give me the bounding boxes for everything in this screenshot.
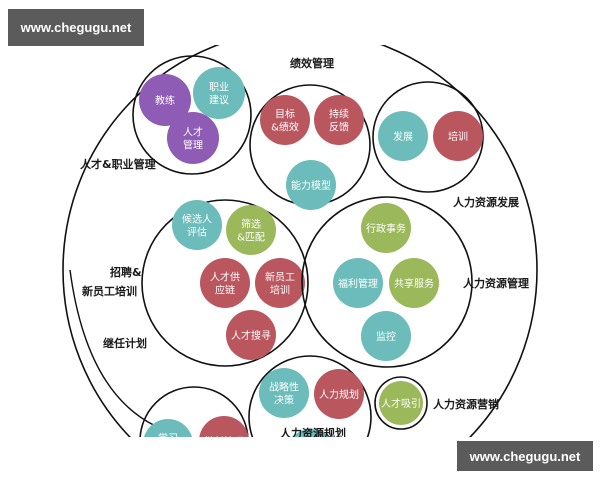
group-label: 人力资源管理 bbox=[463, 276, 529, 290]
group-ring bbox=[374, 376, 428, 430]
node-label: 管理 bbox=[183, 139, 203, 152]
node-label: 行政事务 bbox=[366, 222, 406, 235]
watermark-bottom: www.chegugu.net bbox=[457, 441, 593, 471]
node-bubble: 人才吸引 bbox=[379, 381, 423, 425]
group-ring bbox=[301, 196, 473, 368]
node-bubble: 行政事务 bbox=[361, 203, 411, 253]
node-label: 筛选 bbox=[241, 218, 261, 231]
group-label: 人才&职业管理 bbox=[80, 157, 156, 171]
node-label: 继任管理 bbox=[204, 435, 244, 448]
node-bubble: 新员工培训 bbox=[255, 258, 305, 308]
node-label: 人才搜寻 bbox=[231, 329, 271, 342]
node-label: 职业 bbox=[209, 82, 229, 94]
node-label: 建议 bbox=[209, 94, 229, 107]
node-label: 人才吸引 bbox=[381, 397, 421, 410]
node-bubble: 目标&绩效 bbox=[260, 95, 310, 145]
node-label: 候选人 bbox=[182, 213, 212, 226]
node-label: 发现 bbox=[301, 455, 321, 468]
group-label: 新员工培训 bbox=[82, 284, 137, 298]
node-label: 人才供 bbox=[210, 271, 240, 284]
node-label: 新员工 bbox=[265, 271, 295, 284]
node-label: 反馈 bbox=[329, 121, 349, 134]
node-label: 培训 bbox=[448, 130, 468, 143]
node-bubble: 能力模型 bbox=[286, 160, 336, 210]
node-bubble: 教练 bbox=[139, 74, 191, 126]
node-label: &绩效 bbox=[271, 121, 299, 134]
group-hr-marketing: 人才吸引人力资源营销 bbox=[374, 376, 499, 430]
node-bubble: 发展 bbox=[378, 111, 428, 161]
node-label: 培训 bbox=[270, 284, 290, 297]
node-label: 福利管理 bbox=[338, 277, 378, 290]
node-label: 学习 bbox=[158, 432, 178, 445]
node-label: 战略性 bbox=[269, 381, 299, 394]
node-bubble: 监控 bbox=[361, 311, 411, 361]
node-bubble: 共享服务 bbox=[389, 258, 439, 308]
node-label: 教练 bbox=[155, 94, 175, 107]
node-label: 应链 bbox=[215, 284, 235, 297]
node-bubble: 学习&分析 bbox=[144, 419, 192, 458]
node-label: 人才 bbox=[183, 126, 203, 139]
node-bubble: 筛选&匹配 bbox=[226, 205, 276, 255]
node-label: 决策 bbox=[274, 394, 294, 407]
node-label: 共享服务 bbox=[394, 277, 434, 290]
node-label: &分析 bbox=[154, 445, 182, 458]
outer-boundary-ellipse bbox=[62, 45, 538, 437]
node-label: 监控 bbox=[376, 330, 396, 343]
node-label: 发展 bbox=[393, 130, 413, 143]
group-label: 继任计划 bbox=[103, 336, 147, 350]
group-label: 人力资源规划 bbox=[280, 426, 346, 440]
group-ring bbox=[372, 81, 484, 193]
group-ring bbox=[132, 55, 252, 175]
node-label: 目标 bbox=[275, 109, 295, 121]
node-label: 评估 bbox=[187, 226, 207, 239]
group-ring bbox=[248, 355, 372, 437]
watermark-top: www.chegugu.net bbox=[8, 9, 144, 46]
group-label: 人力资源营销 bbox=[433, 397, 499, 411]
group-label: 招聘& bbox=[110, 265, 142, 279]
group-label: 绩效管理 bbox=[290, 56, 334, 70]
node-bubble: 人才搜寻 bbox=[226, 310, 276, 360]
node-label: 持续 bbox=[329, 108, 349, 121]
group-hr-planning: 战略性决策人力规划预测与发现人力资源规划 bbox=[248, 355, 372, 468]
group-ring bbox=[141, 199, 309, 367]
node-label: 人力规划 bbox=[319, 388, 359, 401]
node-label: &匹配 bbox=[237, 232, 265, 244]
group-ring bbox=[139, 386, 249, 437]
node-bubble: 福利管理 bbox=[333, 258, 383, 308]
node-bubble: 培训 bbox=[433, 111, 483, 161]
group-label: 人力资源发展 bbox=[453, 195, 520, 209]
node-bubble: 人力规划 bbox=[314, 369, 364, 419]
node-bubble: 继任管理 bbox=[199, 416, 249, 448]
node-label: 能力模型 bbox=[291, 179, 331, 192]
node-label: 预测与 bbox=[296, 442, 326, 455]
